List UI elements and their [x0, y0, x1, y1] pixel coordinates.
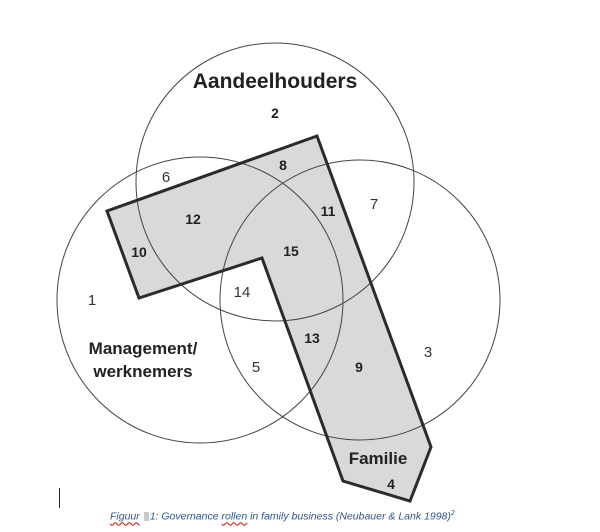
management-label-line1: Management/: [89, 339, 198, 358]
region-4-label: 4: [387, 476, 395, 492]
region-9-label: 9: [355, 359, 363, 375]
family-label: Familie: [349, 449, 408, 468]
region-12-label: 12: [185, 211, 201, 227]
caption-word-rollen: rollen: [221, 510, 248, 523]
caption-word-figuur: Figuur: [110, 510, 140, 523]
region-13-label: 13: [304, 330, 320, 346]
region-8-label: 8: [279, 157, 287, 173]
region-14-label: 14: [234, 284, 251, 301]
shareholders-circle: [135, 42, 415, 322]
region-2-label: 2: [271, 105, 279, 121]
family-circle: [219, 159, 501, 441]
region-15-label: 15: [283, 243, 299, 259]
management-label-line2: werknemers: [92, 362, 192, 381]
figure-caption: Figuur 1: Governance rollen in family bu…: [110, 510, 455, 523]
governance-highlight-outline: [105, 134, 433, 503]
caption-text-b: in family business (Neubauer & Lank 1998…: [247, 510, 451, 523]
caption-footnote-ref[interactable]: 2: [450, 510, 455, 517]
region-7-label: 7: [370, 196, 378, 213]
management-circle: [56, 156, 344, 444]
region-3-label: 3: [424, 344, 432, 361]
region-1-label: 1: [88, 292, 96, 309]
shareholders-label: Aandeelhouders: [193, 70, 358, 93]
region-11-label: 11: [321, 203, 336, 219]
text-cursor: [59, 488, 60, 508]
region-5-label: 5: [252, 359, 260, 376]
field-shading-icon: [143, 511, 149, 521]
region-10-label: 10: [131, 244, 147, 260]
region-6-label: 6: [162, 169, 170, 186]
caption-text-a: : Governance: [155, 510, 222, 523]
caption-figure-number: 1: [149, 510, 156, 523]
